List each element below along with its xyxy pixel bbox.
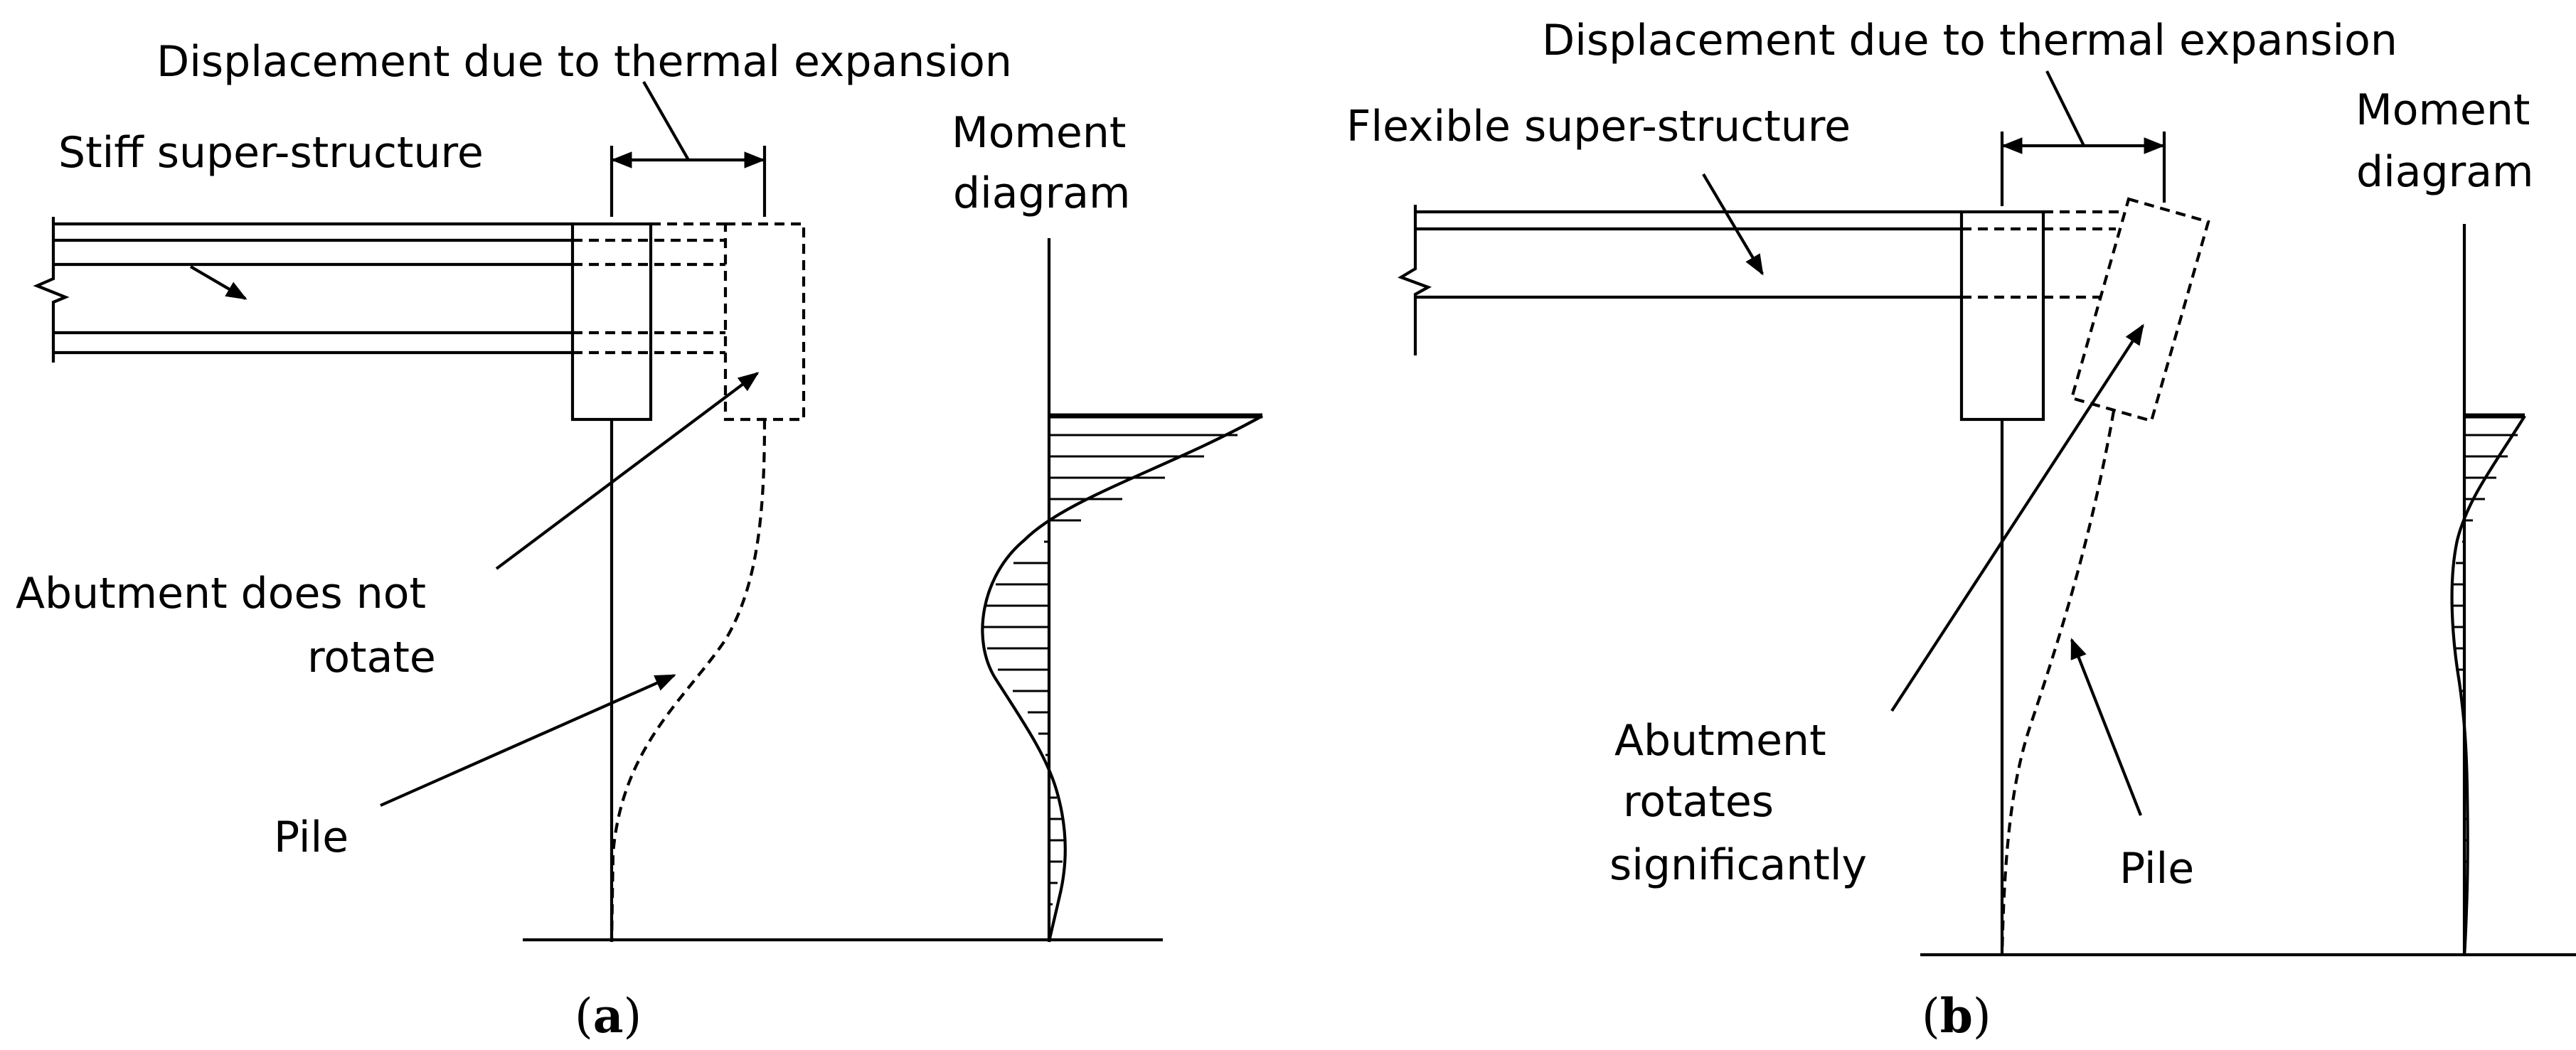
pile-deflected-b	[2000, 410, 2116, 957]
stiff-superstructure	[33, 217, 573, 363]
abutment-label-a-line1: Abutment does not	[16, 569, 426, 618]
panel-b: Displacement due to thermal expansion Fl…	[1346, 16, 2576, 1044]
caption-a: (a)	[575, 988, 642, 1044]
panel-a: Displacement due to thermal expansion St…	[16, 37, 1264, 1044]
superstructure-label-a: Stiff super-structure	[58, 128, 484, 178]
abutment-original	[570, 222, 653, 422]
flexible-superstructure	[1398, 205, 1962, 355]
leader-pile-b	[2070, 638, 2142, 816]
moment-label-a-line1: Moment	[952, 108, 1126, 158]
displacement-label-b: Displacement due to thermal expansion	[1542, 16, 2397, 65]
pile-label-b: Pile	[2119, 844, 2194, 894]
leader-superstructure-a	[189, 265, 248, 300]
abutment-rotated	[2070, 197, 2210, 423]
pile-label-a: Pile	[274, 813, 348, 862]
displacement-dimension	[610, 80, 767, 217]
moment-diagram-a	[981, 238, 1264, 943]
abutment-label-b-line2: rotates	[1623, 777, 1774, 827]
leader-abutment-a	[495, 372, 760, 570]
abutment-original-b	[1959, 210, 2045, 422]
pile-deflected	[610, 419, 767, 943]
abutment-label-b-line1: Abutment	[1614, 716, 1826, 766]
superstructure-label-b: Flexible super-structure	[1346, 102, 1851, 151]
leader-superstructure-b	[1702, 173, 1764, 276]
moment-diagram-b	[2450, 224, 2526, 957]
displaced-superstructure-b	[1962, 210, 2123, 299]
abutment-label-a-line2: rotate	[307, 633, 436, 682]
abutment-label-b-line3: significantly	[1609, 840, 1867, 890]
moment-label-a-line2: diagram	[953, 168, 1131, 218]
caption-b: (b)	[1922, 988, 1991, 1044]
displaced-superstructure	[573, 222, 725, 355]
displacement-label-a: Displacement due to thermal expansion	[156, 37, 1012, 87]
moment-label-b-line1: Moment	[2356, 85, 2530, 135]
moment-label-b-line2: diagram	[2356, 147, 2534, 197]
leader-pile-a	[380, 674, 676, 807]
leader-abutment-b	[1890, 323, 2144, 712]
displacement-dimension-b	[2000, 70, 2166, 206]
